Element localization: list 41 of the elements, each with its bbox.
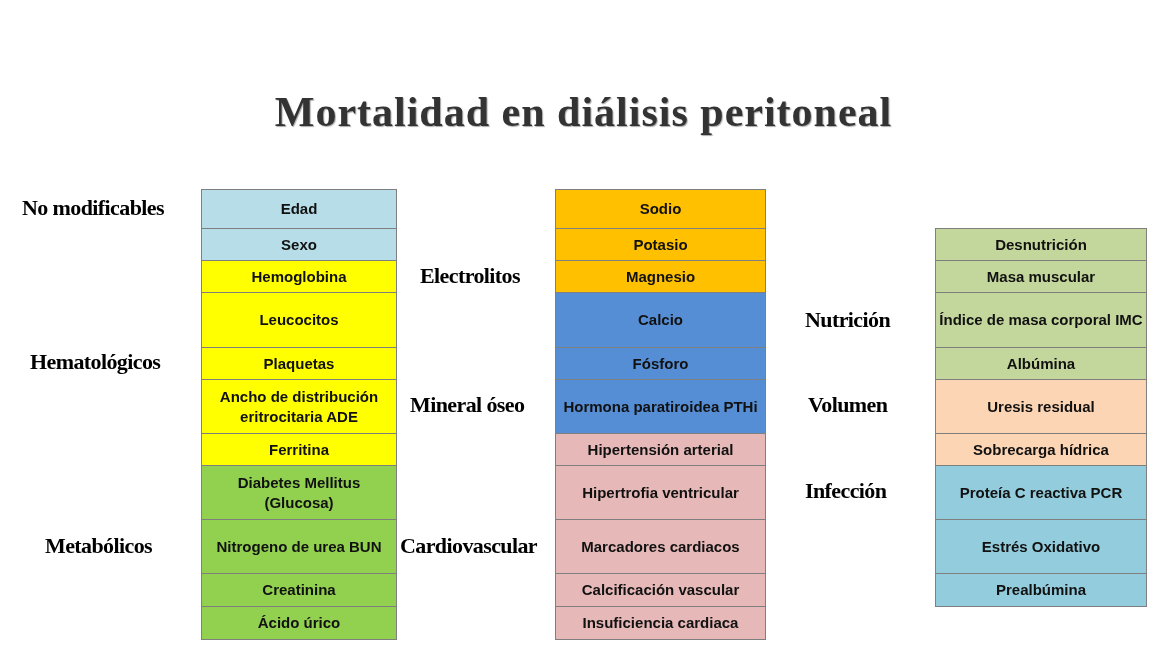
table-cell: Insuficiencia cardiaca bbox=[555, 606, 766, 640]
table-cell: Leucocitos bbox=[201, 292, 397, 348]
table-cell: Plaquetas bbox=[201, 347, 397, 380]
table-cell: Marcadores cardiacos bbox=[555, 519, 766, 574]
table-cell: Prealbúmina bbox=[935, 573, 1147, 607]
table-cell: Ancho de distribución eritrocitaria ADE bbox=[201, 379, 397, 434]
table-cell: Calcificación vascular bbox=[555, 573, 766, 607]
category-label: Cardiovascular bbox=[400, 533, 538, 559]
category-label: Nutrición bbox=[805, 307, 891, 333]
table-cell: Fósforo bbox=[555, 347, 766, 380]
table-cell: Masa muscular bbox=[935, 260, 1147, 293]
table-cell: Sodio bbox=[555, 189, 766, 229]
table-cell: Hormona paratiroidea PTHi bbox=[555, 379, 766, 434]
table-cell: Uresis residual bbox=[935, 379, 1147, 434]
table-cell: Nitrogeno de urea BUN bbox=[201, 519, 397, 574]
category-label: Mineral óseo bbox=[410, 392, 525, 418]
category-label: Infección bbox=[805, 478, 887, 504]
table-cell: Hipertensión arterial bbox=[555, 433, 766, 466]
category-label: Volumen bbox=[808, 392, 888, 418]
table-cell: Albúmina bbox=[935, 347, 1147, 380]
table-cell: Hemoglobina bbox=[201, 260, 397, 293]
table-cell: Sobrecarga hídrica bbox=[935, 433, 1147, 466]
title: Mortalidad en diálisis peritoneal bbox=[273, 88, 894, 136]
category-label: Metabólicos bbox=[45, 533, 153, 559]
table-cell: Creatinina bbox=[201, 573, 397, 607]
category-label: Electrolitos bbox=[420, 263, 520, 289]
table-cell: Ácido úrico bbox=[201, 606, 397, 640]
table-cell: Ferritina bbox=[201, 433, 397, 466]
table-cell: Diabetes Mellitus (Glucosa) bbox=[201, 465, 397, 520]
table-cell: Estrés Oxidativo bbox=[935, 519, 1147, 574]
table-cell: Calcio bbox=[555, 292, 766, 348]
table-cell: Edad bbox=[201, 189, 397, 229]
table-cell: Hipertrofia ventricular bbox=[555, 465, 766, 520]
table-cell: Desnutrición bbox=[935, 228, 1147, 261]
table-cell: Magnesio bbox=[555, 260, 766, 293]
table-cell: Potasio bbox=[555, 228, 766, 261]
table-cell: Sexo bbox=[201, 228, 397, 261]
category-label: No modificables bbox=[22, 195, 164, 221]
category-label: Hematológicos bbox=[30, 349, 161, 375]
table-cell: Índice de masa corporal IMC bbox=[935, 292, 1147, 348]
table-cell: Proteía C reactiva PCR bbox=[935, 465, 1147, 520]
